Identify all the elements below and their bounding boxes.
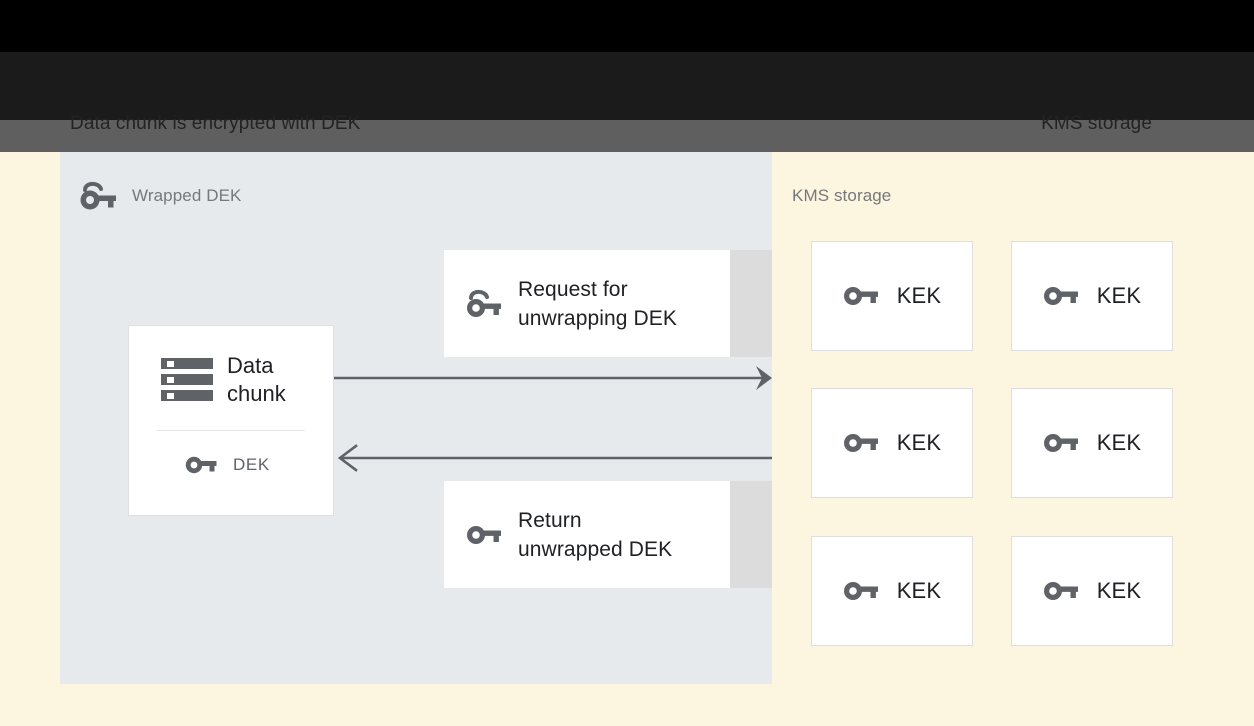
key-icon [843, 578, 879, 604]
kek-label: KEK [1096, 578, 1142, 603]
data-card-divider [157, 430, 305, 431]
kek-box[interactable]: KEK [811, 536, 973, 646]
arrow-to-kms [334, 366, 772, 390]
dek-label: DEK [233, 455, 270, 474]
key-icon [466, 522, 502, 548]
header-caption-left-line1: Data chunk is encrypted with DEK [70, 113, 361, 134]
kek-box[interactable]: KEK [811, 388, 973, 498]
header-band-dark [0, 52, 1254, 120]
kek-box[interactable]: KEK [1011, 241, 1173, 351]
header-band-gray [0, 120, 1254, 152]
key-icon [1043, 283, 1079, 309]
arrow-from-kms [337, 444, 772, 472]
kek-box[interactable]: KEK [1011, 536, 1173, 646]
wrapped-key-icon [79, 180, 117, 212]
kek-label: KEK [896, 430, 942, 455]
wrapped-key-icon [466, 288, 502, 320]
dek-row: DEK [129, 431, 333, 477]
kms-storage-title: KMS storage [792, 186, 892, 205]
return-card-tail [730, 481, 772, 588]
kek-label: KEK [896, 283, 942, 308]
kek-label: KEK [1096, 430, 1142, 455]
kek-label: KEK [1096, 283, 1142, 308]
wrapped-dek-title: Wrapped DEK [132, 186, 242, 205]
data-chunk-card[interactable]: Data chunk DEK [128, 325, 334, 516]
return-card-label: Return unwrapped DEK [518, 508, 673, 561]
key-icon [843, 430, 879, 456]
request-card-label: Request for unwrapping DEK [518, 277, 677, 330]
header-band-notch [0, 110, 60, 120]
kek-box[interactable]: KEK [1011, 388, 1173, 498]
data-chunk-row: Data chunk [129, 326, 333, 408]
return-unwrapped-card[interactable]: Return unwrapped DEK [444, 481, 730, 588]
request-card-tail [730, 250, 772, 357]
data-chunk-label: Data chunk [227, 353, 286, 406]
key-icon [1043, 578, 1079, 604]
header-band-black [0, 0, 1254, 52]
request-unwrapping-card[interactable]: Request for unwrapping DEK [444, 250, 730, 357]
data-chunk-icon [161, 357, 213, 403]
kek-box[interactable]: KEK [811, 241, 973, 351]
kek-label: KEK [896, 578, 942, 603]
key-icon [843, 283, 879, 309]
key-icon [185, 453, 217, 477]
header-caption-right-line1: KMS storage [1041, 113, 1152, 134]
key-icon [1043, 430, 1079, 456]
